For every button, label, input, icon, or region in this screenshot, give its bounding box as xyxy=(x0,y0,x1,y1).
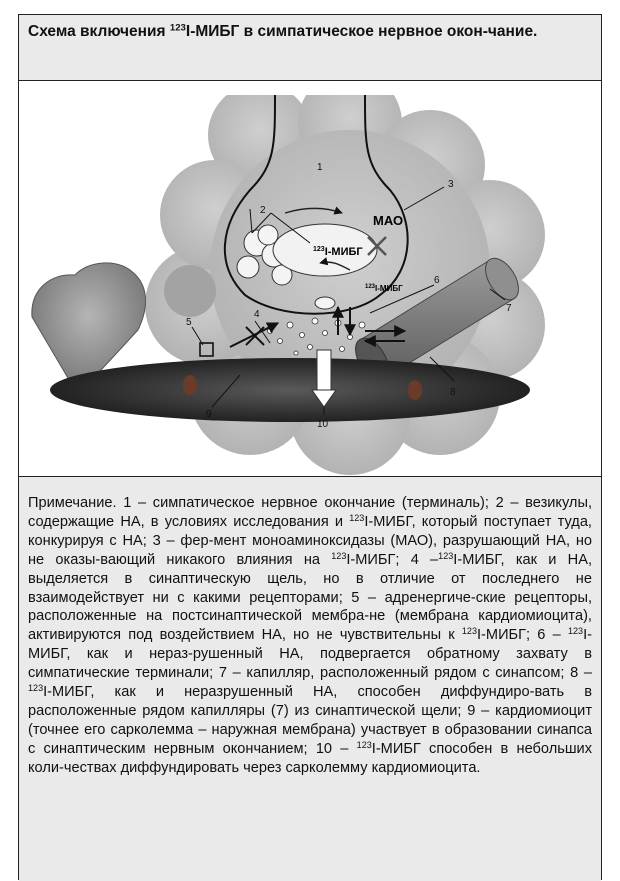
note-isotope-sup: 123 xyxy=(568,626,583,636)
mao-label: МАО xyxy=(373,213,403,228)
note-isotope-sup: 123 xyxy=(331,551,346,561)
small-vesicle xyxy=(315,297,335,309)
title-isotope: 123 xyxy=(170,23,186,34)
note-text-segment: I-МИБГ; 6 – xyxy=(477,627,568,643)
note-isotope-sup: 123 xyxy=(357,740,372,750)
figure-frame: Схема включения 123I-МИБГ в симпатическо… xyxy=(18,14,602,880)
note-paragraph: Примечание. 1 – симпатическое нервное ок… xyxy=(28,494,592,778)
note-text-segment: I-МИБГ; 4 – xyxy=(346,552,438,568)
note-isotope-sup: 123 xyxy=(462,626,477,636)
label-10: 10 xyxy=(317,419,329,430)
label-9: 9 xyxy=(206,409,212,420)
label-1: 1 xyxy=(317,162,323,173)
figure-title: Схема включения 123I-МИБГ в симпатическо… xyxy=(28,22,593,42)
label-8: 8 xyxy=(450,387,456,398)
postsynaptic-membrane xyxy=(50,358,530,422)
label-7: 7 xyxy=(506,303,512,314)
figure-note: Примечание. 1 – симпатическое нервное ок… xyxy=(28,494,592,778)
label-4: 4 xyxy=(254,309,260,320)
cardiomyocyte-nucleus-left xyxy=(183,375,197,395)
title-suffix: I-МИБГ в симпатическое нервное окон-чани… xyxy=(186,23,537,40)
cardiomyocyte-nucleus-right xyxy=(408,380,422,400)
label-6: 6 xyxy=(434,275,440,286)
title-band: Схема включения 123I-МИБГ в симпатическо… xyxy=(19,15,601,81)
synapse-diagram: 123I-МИБГ МАО 123I-МИБГ xyxy=(20,95,600,490)
note-isotope-sup: 123 xyxy=(28,683,43,693)
mibg-inside-sup: 123 xyxy=(313,246,325,253)
note-isotope-sup: 123 xyxy=(438,551,453,561)
title-prefix: Схема включения xyxy=(28,23,170,40)
label-5: 5 xyxy=(186,317,192,328)
mibg-inside-text: I-МИБГ xyxy=(325,246,364,258)
mibg-uptake-text: I-МИБГ xyxy=(375,284,403,293)
label-3: 3 xyxy=(448,179,454,190)
note-isotope-sup: 123 xyxy=(349,513,364,523)
note-band: Примечание. 1 – симпатическое нервное ок… xyxy=(19,476,601,881)
label-2: 2 xyxy=(260,205,266,216)
